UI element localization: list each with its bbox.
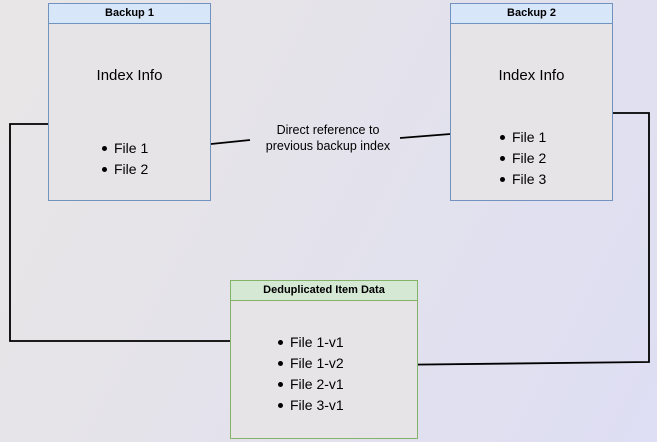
- list-item: File 2-v1: [277, 374, 344, 395]
- node-backup-1[interactable]: Backup 1 Index Info File 1 File 2: [48, 3, 211, 201]
- list-item: File 2: [101, 159, 148, 180]
- list-item: File 1: [499, 127, 546, 148]
- node-backup-2[interactable]: Backup 2 Index Info File 1 File 2 File 3: [450, 3, 613, 201]
- backup-1-file-list: File 1 File 2: [101, 138, 148, 180]
- backup-2-index-info-label: Index Info: [498, 67, 565, 84]
- node-backup-1-body: Index Info File 1 File 2: [49, 24, 210, 200]
- node-deduplicated-item-data-body: File 1-v1 File 1-v2 File 2-v1 File 3-v1: [231, 301, 417, 438]
- edge-label-direct-reference: Direct reference to previous backup inde…: [248, 122, 408, 154]
- list-item: File 1: [101, 138, 148, 159]
- list-item: File 1-v2: [277, 353, 344, 374]
- backup-2-file-list: File 1 File 2 File 3: [499, 127, 546, 190]
- edge-label-line-1: Direct reference to: [276, 123, 380, 137]
- node-backup-2-header: Backup 2: [451, 4, 612, 24]
- list-item: File 3: [499, 169, 546, 190]
- backup-1-index-info-label: Index Info: [96, 67, 163, 84]
- node-deduplicated-item-data[interactable]: Deduplicated Item Data File 1-v1 File 1-…: [230, 280, 418, 439]
- node-backup-2-body: Index Info File 1 File 2 File 3: [451, 24, 612, 200]
- list-item: File 1-v1: [277, 332, 344, 353]
- node-backup-1-header: Backup 1: [49, 4, 210, 24]
- dedup-file-list: File 1-v1 File 1-v2 File 2-v1 File 3-v1: [277, 332, 344, 416]
- list-item: File 3-v1: [277, 395, 344, 416]
- node-deduplicated-item-data-header: Deduplicated Item Data: [231, 281, 417, 301]
- list-item: File 2: [499, 148, 546, 169]
- edge-label-line-2: previous backup index: [265, 139, 391, 153]
